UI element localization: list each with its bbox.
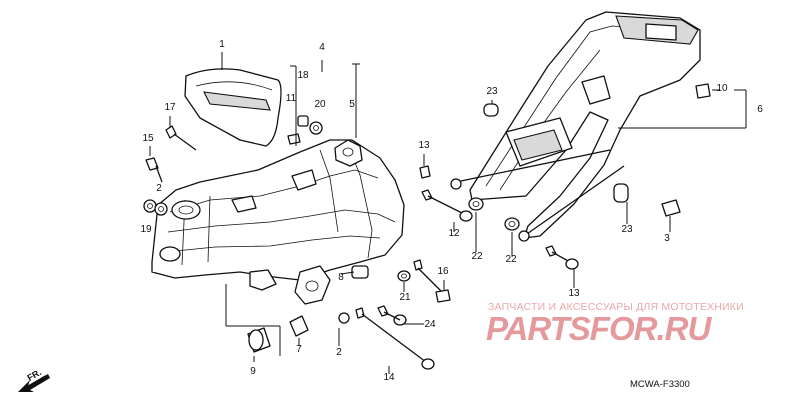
- bolts-17-15: [145, 125, 197, 183]
- callout-23: 23: [486, 86, 498, 97]
- watermark-logo: PARTSFOR.RU: [486, 310, 786, 354]
- part-1-top-cover: [184, 68, 282, 147]
- rear-subframe: [450, 11, 701, 242]
- watermark-logo-text: PARTSFOR.RU: [486, 310, 711, 347]
- part-5-stud: [352, 63, 360, 138]
- callout-4: 4: [319, 42, 325, 53]
- callout-5: 5: [349, 99, 355, 110]
- part-14-long-bolt: [338, 307, 435, 370]
- callout-12: 12: [448, 228, 460, 239]
- callout-24: 24: [424, 319, 436, 330]
- watermark-tagline: ЗАПЧАСТИ И АКСЕССУАРЫ ДЛЯ МОТОТЕХНИКИ: [488, 301, 744, 313]
- callout-13: 13: [568, 288, 580, 299]
- small-fasteners-upper: [287, 65, 323, 146]
- callout-23: 23: [621, 224, 633, 235]
- callout-7: 7: [296, 344, 302, 355]
- callout-8: 8: [338, 272, 344, 283]
- callout-18: 18: [297, 70, 309, 81]
- callout-21: 21: [399, 292, 411, 303]
- callout-10: 10: [716, 83, 728, 94]
- callout-2: 2: [156, 183, 162, 194]
- callout-19: 19: [140, 224, 152, 235]
- callout-16: 16: [437, 266, 449, 277]
- part-23-collar-top: [483, 103, 499, 117]
- parts-23-3: [613, 183, 681, 232]
- main-frame-body: [151, 139, 405, 305]
- callout-11: 11: [286, 93, 297, 104]
- callout-13: 13: [418, 140, 430, 151]
- callout-22: 22: [505, 254, 517, 265]
- callout-2: 2: [336, 347, 342, 358]
- part-10-clip: [695, 83, 720, 99]
- nuts-2-19: [143, 199, 168, 216]
- callout-6: 6: [757, 104, 763, 115]
- callout-9: 9: [250, 366, 256, 377]
- callout-14: 14: [383, 372, 395, 383]
- diagram-code: MCWA-F3300: [630, 379, 690, 390]
- callout-1: 1: [219, 39, 225, 50]
- front-direction-arrow-icon: [18, 374, 50, 392]
- bushings-8-21-16: [351, 259, 451, 326]
- callout-20: 20: [314, 99, 326, 110]
- leader-lines: [149, 52, 575, 374]
- callout-17: 17: [164, 102, 176, 113]
- part-6-leader: [618, 89, 747, 129]
- callout-15: 15: [142, 133, 154, 144]
- blocks-9-7: [225, 284, 309, 362]
- bolts-13-12: [419, 165, 520, 231]
- part-13-lower-bolt: [545, 245, 579, 270]
- callout-22: 22: [471, 251, 483, 262]
- callout-3: 3: [664, 233, 670, 244]
